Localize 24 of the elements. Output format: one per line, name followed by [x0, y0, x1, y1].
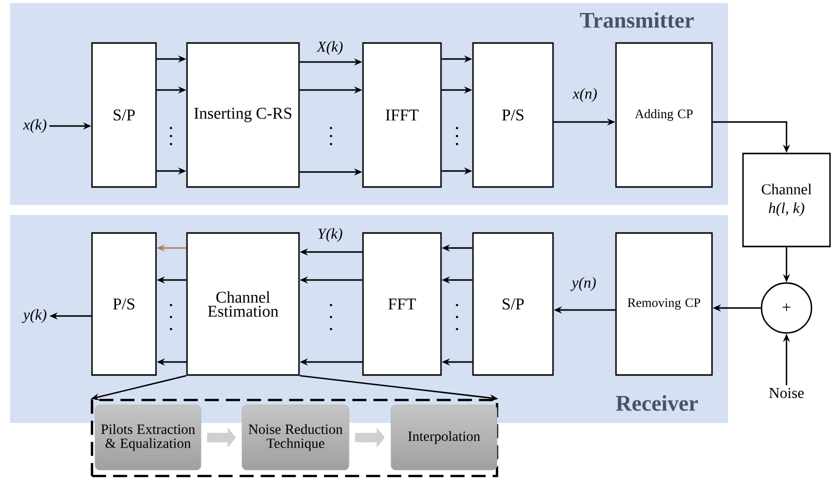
edge-label: x(n) — [572, 88, 597, 102]
panel-title: Receiver — [616, 395, 698, 411]
channel-box: Channel h(l, k) — [742, 152, 831, 248]
panel-title: Transmitter — [580, 12, 694, 28]
process-box: P/S — [472, 42, 554, 188]
input-label: Noise — [769, 388, 804, 398]
dashed-frame — [90, 398, 498, 478]
process-box: P/S — [91, 232, 157, 376]
edge-label: X(k) — [316, 41, 343, 55]
process-box: Adding CP — [615, 42, 713, 188]
process-box: FFT — [362, 232, 442, 376]
edge-label: y(n) — [570, 277, 596, 291]
process-box: S/P — [472, 232, 554, 376]
step-box: Noise Reduction Technique — [242, 404, 350, 470]
process-box: Removing CP — [615, 232, 713, 376]
step-box: Interpolation — [390, 404, 498, 470]
step-box: Pilots Extraction & Equalization — [94, 404, 202, 470]
process-box: IFFT — [362, 42, 442, 188]
signal-label: x(k) — [22, 119, 46, 133]
process-box: Inserting C-RS — [186, 42, 300, 188]
process-box: S/P — [91, 42, 157, 188]
signal-label: y(k) — [22, 309, 46, 323]
edge-label: Y(k) — [318, 228, 342, 242]
process-box: Channel Estimation — [186, 232, 300, 376]
